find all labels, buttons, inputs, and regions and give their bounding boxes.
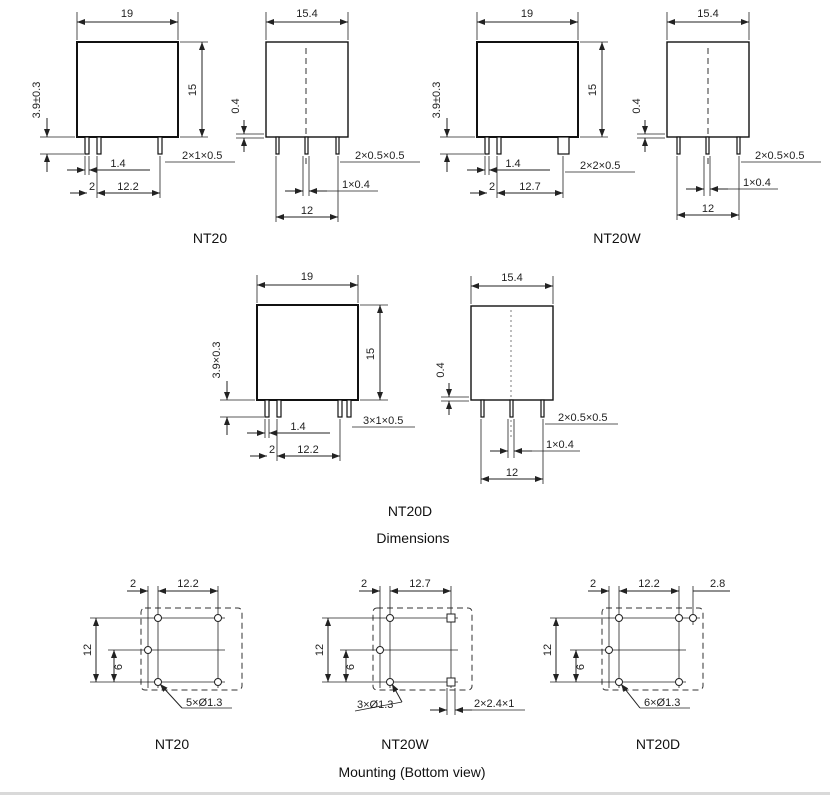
nt20-offset-label: 3.9±0.3: [31, 82, 43, 119]
mount-nt20d-left-label: 2: [590, 578, 596, 590]
mount-hole: [675, 678, 683, 686]
nt20-pin: [84, 136, 90, 155]
nt20d-side-pin-pitch-label: 1×0.4: [546, 439, 574, 451]
mount-nt20d-holes-label: 6×Ø1.3: [644, 697, 680, 709]
mount-nt20w-half-label: 6: [345, 664, 357, 670]
mount-hole: [386, 678, 394, 686]
mount-hole: [675, 614, 683, 622]
nt20-pin: [96, 136, 102, 155]
mount-nt20d-half-label: 6: [575, 664, 587, 670]
mount-hole: [214, 678, 222, 686]
nt20-side-body: [265, 41, 349, 138]
mount-hole: [615, 678, 623, 686]
mount-slot: [446, 677, 456, 687]
nt20d-offset-label: 3.9×0.3: [211, 341, 223, 378]
mount-nt20w-span-label: 12.7: [409, 578, 430, 590]
mount-hole: [144, 646, 152, 654]
nt20w-pin-start-label: 2: [489, 181, 495, 193]
nt20w-side-span-label: 12: [702, 203, 714, 215]
nt20-height-label: 15: [187, 84, 199, 96]
nt20d-pin-size-label: 3×1×0.5: [363, 415, 403, 427]
nt20w-side-pin-pitch-label: 1×0.4: [743, 177, 771, 189]
nt20w-height-label: 15: [587, 84, 599, 96]
mount-nt20d-height-label: 12: [542, 644, 554, 656]
nt20-side-pin-size-label: 2×0.5×0.5: [355, 150, 405, 162]
nt20w-side-view: 15.4 0.4 2×0.5×0.5 1×0.4 12: [631, 8, 821, 220]
mount-nt20w-slots-label: 2×2.4×1: [474, 698, 514, 710]
mount-nt20-span-label: 12.2: [177, 578, 198, 590]
nt20w-side-standoff-label: 0.4: [631, 98, 643, 113]
nt20w-side-pin-size-label: 2×0.5×0.5: [755, 150, 805, 162]
nt20w-pin-size-label: 2×2×0.5: [580, 160, 620, 172]
nt20-pin-gap-label: 1.4: [110, 158, 125, 170]
mounting-nt20w: 2 12.7 12 6 3×Ø1.3 2×2.4×1: [314, 578, 525, 715]
nt20d-side-body: [470, 305, 554, 401]
caption-mount-nt20w: NT20W: [381, 736, 429, 752]
mount-nt20w-holes-label: 3×Ø1.3: [357, 699, 393, 711]
mount-hole: [214, 614, 222, 622]
nt20w-width-label: 19: [521, 8, 533, 20]
mount-nt20-holes-label: 5×Ø1.3: [186, 697, 222, 709]
nt20-side-standoff-label: 0.4: [230, 98, 242, 113]
nt20-relay-body: [76, 41, 179, 138]
nt20-pin-span-label: 12.2: [117, 181, 138, 193]
nt20-side-span-label: 12: [301, 205, 313, 217]
nt20d-side-standoff-label: 0.4: [435, 362, 447, 377]
mount-nt20d-outline: [601, 607, 704, 691]
mount-hole: [154, 614, 162, 622]
mount-hole: [615, 614, 623, 622]
caption-nt20w: NT20W: [593, 230, 641, 246]
nt20d-height-label: 15: [365, 348, 377, 360]
nt20d-side-pin-size-label: 2×0.5×0.5: [558, 412, 608, 424]
nt20d-front-view: 19 15 3.9×0.3 1.4 2 12.2 3×1×0.5: [211, 271, 415, 461]
nt20-front-view: 19 15 3.9±0.3 1.4 2 12.2 2×1×0.5: [31, 8, 235, 198]
nt20d-pin-gap-label: 1.4: [290, 421, 305, 433]
mounting-nt20d: 2 12.2 2.8 12 6 6×Ø1.3: [542, 578, 730, 709]
mounting-nt20: 2 12.2 12 6 5×Ø1.3: [82, 578, 243, 709]
caption-nt20d: NT20D: [388, 503, 432, 519]
nt20w-pin-span-label: 12.7: [519, 181, 540, 193]
mount-hole: [154, 678, 162, 686]
nt20w-side-width-label: 15.4: [697, 8, 718, 20]
nt20-pin-start-label: 2: [89, 181, 95, 193]
mount-nt20d-right-label: 2.8: [710, 578, 725, 590]
nt20d-pin-start-label: 2: [269, 444, 275, 456]
caption-mount-nt20d: NT20D: [636, 736, 680, 752]
nt20d-pin-span-label: 12.2: [297, 444, 318, 456]
caption-mounting: Mounting (Bottom view): [338, 764, 485, 780]
page-bottom-edge: [0, 792, 830, 795]
nt20-pin: [157, 136, 163, 155]
nt20d-relay-body: [256, 304, 359, 401]
mount-nt20w-height-label: 12: [314, 644, 326, 656]
mount-nt20-outline: [140, 607, 243, 691]
nt20w-pin-gap-label: 1.4: [505, 158, 520, 170]
nt20w-offset-label: 3.9±0.3: [431, 82, 443, 119]
nt20-side-view: 15.4 0.4 2×0.5×0.5 1×0.4 12: [230, 8, 420, 222]
mount-hole: [689, 614, 697, 622]
mount-hole: [605, 646, 613, 654]
mount-nt20w-left-label: 2: [361, 578, 367, 590]
nt20w-front-view: 19 15 3.9±0.3 1.4 2 12.7 2×2×0.5: [431, 8, 635, 198]
mount-nt20d-span-label: 12.2: [638, 578, 659, 590]
mount-nt20w-outline: [372, 607, 473, 691]
caption-nt20: NT20: [193, 230, 227, 246]
mount-nt20-left-label: 2: [130, 578, 136, 590]
nt20d-side-view: 15.4 0.4 2×0.5×0.5 1×0.4 12: [435, 272, 618, 484]
nt20-side-pin-pitch-label: 1×0.4: [342, 179, 370, 191]
nt20d-width-label: 19: [301, 271, 313, 283]
nt20d-side-width-label: 15.4: [501, 272, 522, 284]
mount-hole: [386, 614, 394, 622]
mount-nt20-height-label: 12: [82, 644, 94, 656]
nt20-pin-size-label: 2×1×0.5: [182, 150, 222, 162]
nt20-side-width-label: 15.4: [296, 8, 317, 20]
nt20w-relay-body: [476, 41, 579, 138]
caption-dimensions: Dimensions: [376, 530, 449, 546]
nt20d-side-span-label: 12: [506, 467, 518, 479]
mount-hole: [376, 646, 384, 654]
mount-slot: [446, 613, 456, 623]
nt20-width-label: 19: [121, 8, 133, 20]
caption-mount-nt20: NT20: [155, 736, 189, 752]
mount-nt20-half-label: 6: [113, 664, 125, 670]
